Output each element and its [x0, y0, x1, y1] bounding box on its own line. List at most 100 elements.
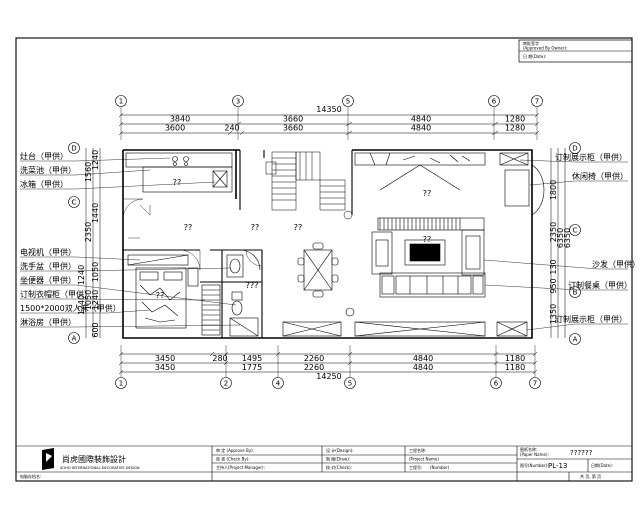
- dim-left-2: 2350: [84, 222, 93, 242]
- tb-drawing-name-label: 图纸名称:: [520, 446, 537, 452]
- dim-right-3: 6350: [563, 228, 572, 248]
- grid-right-a: A: [573, 336, 578, 344]
- room-placeholder-dining-hall: ??: [184, 223, 193, 232]
- label-wardrobe: 订制衣帽柜（甲供）: [20, 289, 92, 299]
- dim-bottom-r1-d: 2260: [304, 354, 324, 363]
- dim-top-r1-d: 1280: [505, 115, 525, 124]
- label-dining-table: 订制餐桌（甲供）: [568, 280, 632, 290]
- label-display-cabinet-bottom: 订制展示柜（甲供）: [555, 314, 627, 324]
- dim-left-5: 1050: [91, 262, 100, 282]
- grid-left-c: C: [72, 199, 77, 207]
- label-display-cabinet-top: 订制展示柜（甲供）: [555, 152, 627, 162]
- grid-bottom-2: 2: [224, 380, 228, 388]
- approval-subtitle: (Approved By Owner):: [523, 46, 567, 51]
- sheet-border: [15, 37, 633, 482]
- tb-drawing-name: ??????: [570, 449, 593, 457]
- dim-top-total: 14350: [316, 105, 341, 114]
- label-fridge: 冰箱（甲供）: [20, 179, 68, 189]
- grid-right-c: C: [573, 227, 578, 235]
- title-block: [16, 445, 632, 481]
- grid-axis-right: D C B A: [569, 142, 581, 345]
- dim-bottom-r1-f: 1180: [505, 354, 525, 363]
- tb-approve: 审 定 (Approve By):: [216, 447, 254, 453]
- dining-table: [297, 242, 355, 317]
- dim-top-r2-a: 3600: [165, 124, 185, 133]
- exterior-walls: [122, 149, 533, 339]
- dim-right-0: 1800: [549, 180, 558, 200]
- label-double-bed: 1500*2000双人床（甲供）: [20, 303, 121, 313]
- left-annotations: [20, 157, 241, 328]
- dim-right-1: 2350: [549, 222, 558, 242]
- interior-walls: [123, 150, 353, 338]
- room-placeholder-bathroom: ???: [246, 281, 259, 290]
- dim-top-r2-e: 1280: [505, 124, 525, 133]
- tb-pm: 主持人(Project Manager):: [216, 464, 265, 470]
- label-shower: 淋浴房（甲供）: [20, 317, 76, 327]
- room-placeholder-kitchen: ??: [173, 178, 182, 187]
- grid-bottom-7: 7: [533, 380, 537, 388]
- dim-top-r1-b: 3660: [283, 115, 303, 124]
- room-placeholder-tv: ??: [423, 235, 432, 244]
- grid-axis-bottom: 1 2 4 5 6 7: [115, 345, 541, 389]
- staircase: [265, 151, 353, 220]
- grid-bottom-6: 6: [494, 380, 499, 388]
- dim-left-1: 1240: [91, 150, 100, 170]
- grid-bottom-5: 5: [348, 380, 352, 388]
- grid-top-5: 5: [346, 98, 350, 106]
- grid-top-3: 3: [236, 98, 240, 106]
- label-sofa: 沙发（甲供）: [592, 259, 640, 269]
- bedroom: [127, 254, 221, 336]
- display-cabinet-bottom: [282, 321, 528, 337]
- company-logo: [42, 448, 54, 470]
- dim-top-r2-c: 3660: [283, 124, 303, 133]
- approval-title: 审批签字: [523, 40, 539, 46]
- grid-left-d: D: [71, 145, 76, 153]
- tb-review: 审 核 (Check By):: [216, 456, 250, 462]
- dim-bottom-r1-b: 280: [212, 354, 227, 363]
- dim-bottom-r1-c: 1495: [242, 354, 262, 363]
- dim-left-8: 1240: [77, 295, 86, 315]
- grid-left-a: A: [72, 335, 77, 343]
- room-placeholder-living: ??: [423, 189, 432, 198]
- dim-bottom-r1-e: 4840: [413, 354, 433, 363]
- grid-bottom-4: 4: [276, 380, 281, 388]
- dimension-chain-top: [118, 112, 540, 136]
- right-annotations: [483, 159, 628, 331]
- dim-bottom-r1-a: 3450: [155, 354, 175, 363]
- dimension-chain-right: [550, 148, 566, 338]
- dim-right-4: 130: [549, 259, 558, 274]
- dim-bottom-r2-d: 4840: [413, 363, 433, 372]
- approval-box: 审批签字 (Approved By Owner): 日 期(Date):: [518, 39, 633, 63]
- dim-left-6: 1240: [91, 290, 100, 310]
- grid-top-6: 6: [492, 98, 497, 106]
- dim-right-2: 6350: [556, 228, 565, 248]
- tb-project-en: (Project Name): [409, 457, 439, 462]
- dim-left-0: 1560: [84, 162, 93, 182]
- dim-bottom-r2-e: 1180: [505, 363, 525, 372]
- tb-number: 工程号:: [409, 464, 422, 470]
- dim-top-r2-d: 4840: [411, 124, 431, 133]
- grid-top-1: 1: [119, 98, 123, 106]
- tb-number-en: (Number): [430, 465, 450, 470]
- door-swings: [122, 198, 263, 271]
- label-basin: 洗手盆（甲供）: [20, 261, 76, 271]
- dim-bottom-r2-a: 3450: [155, 363, 175, 372]
- tb-sheet: 共 页, 第 页: [580, 473, 601, 479]
- dim-left-7: 1240: [77, 265, 86, 285]
- approval-date-label: 日 期(Date):: [523, 53, 546, 59]
- room-placeholder-hall: ??: [251, 223, 260, 232]
- grid-axis-top: 1 3 5 6 7: [115, 95, 543, 140]
- grid-right-d: D: [572, 145, 577, 153]
- tb-draw: 制 图(Draw):: [326, 456, 350, 462]
- tb-file-label: 电脑存档名:: [20, 473, 41, 479]
- grid-top-7: 7: [535, 98, 539, 106]
- dim-top-r1-a: 3840: [170, 115, 190, 124]
- leisure-chair: [504, 164, 545, 216]
- company-name-cn: 尚虎國際裝飾設計: [62, 454, 126, 464]
- tb-drawing-name-en: (Paper Name):: [520, 452, 549, 457]
- label-stove: 灶台（甲供）: [20, 151, 68, 161]
- dim-left-3: 1440: [91, 203, 100, 223]
- tb-design: 设 计(Design):: [326, 447, 354, 453]
- kitchen-counter: [125, 152, 233, 193]
- dim-bottom-r2-b: 1775: [242, 363, 262, 372]
